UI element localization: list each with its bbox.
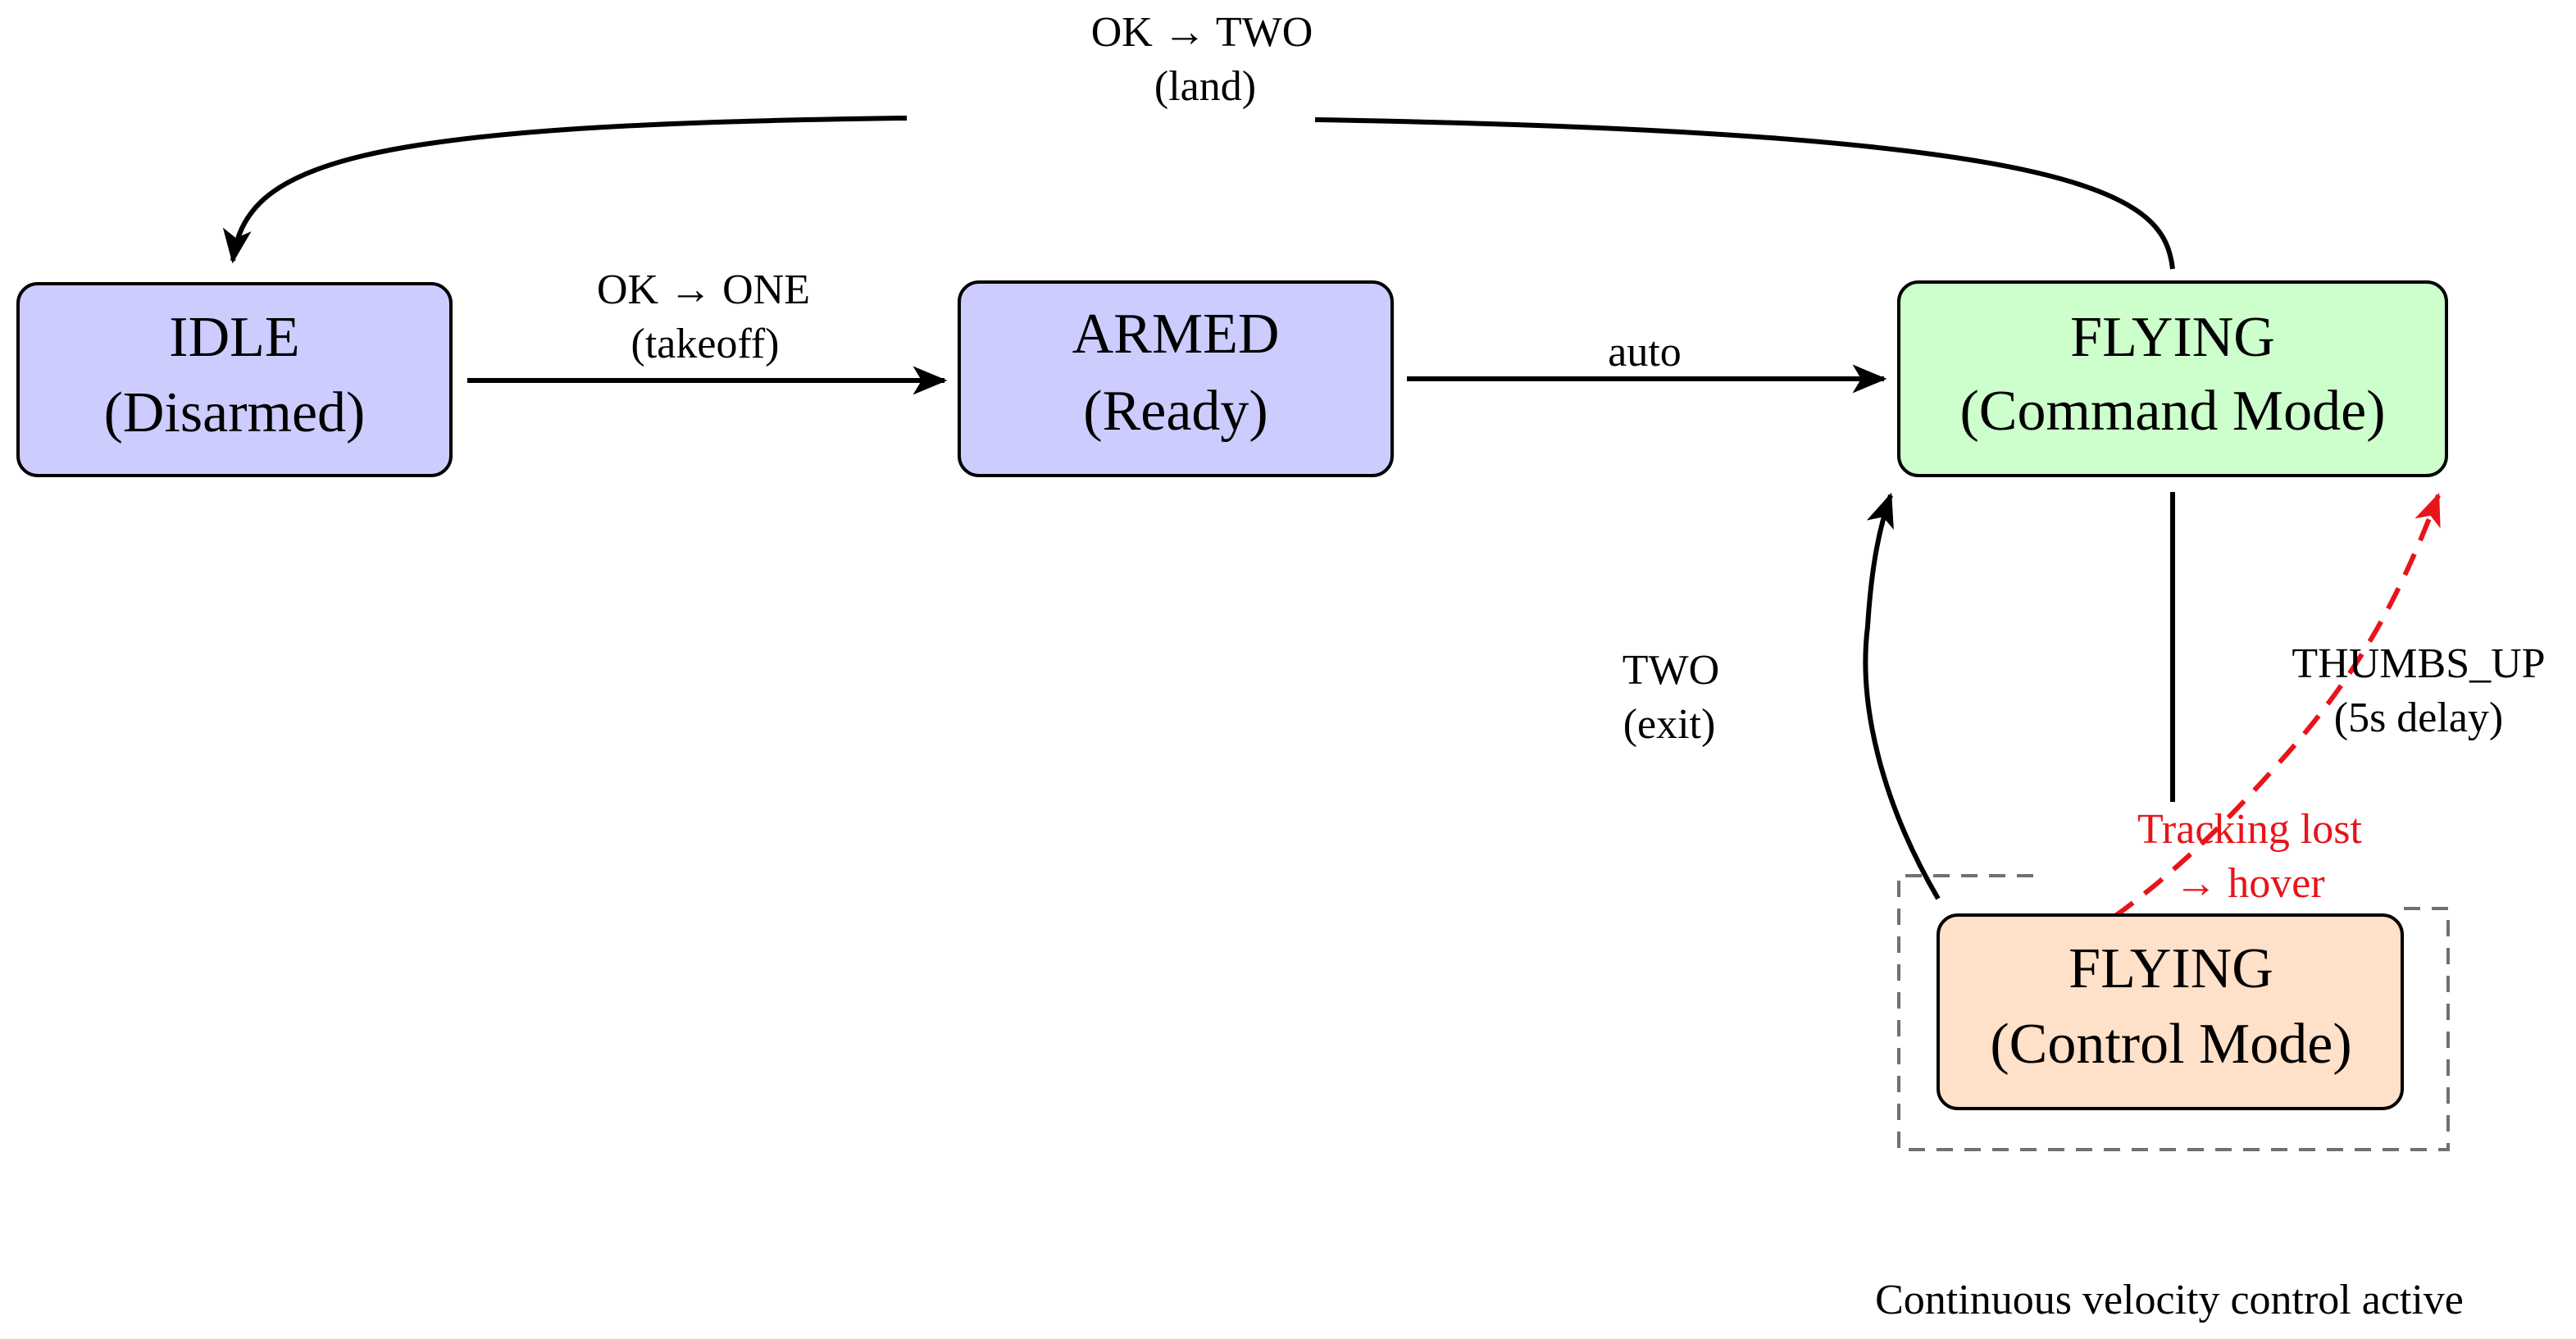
- label-thumbs-up-line2: (5s delay): [2334, 695, 2503, 741]
- state-armed-box: [958, 280, 1394, 477]
- state-flying-command-title: FLYING: [2070, 306, 2275, 369]
- state-armed-subtitle: (Ready): [1083, 380, 1268, 443]
- edge-exit: [1863, 492, 1941, 900]
- label-thumbs-up-line1: THUMBS_UP: [2292, 640, 2545, 687]
- footnote: Continuous velocity control active: [1875, 1277, 2464, 1323]
- state-flying-control-subtitle: (Control Mode): [1990, 1013, 2351, 1076]
- state-armed-title: ARMED: [1072, 303, 1280, 366]
- label-tracking-lost-line2: → hover: [2174, 860, 2324, 907]
- label-land-line2: (land): [1154, 63, 1256, 110]
- state-idle-box: [16, 282, 453, 477]
- control-mode-frame: [1897, 874, 2450, 1151]
- label-takeoff-line1: OK → ONE: [597, 266, 810, 313]
- label-tracking-lost-line1: Tracking lost: [2137, 806, 2363, 853]
- label-auto: auto: [1608, 329, 1682, 376]
- edge-land-tail: [222, 116, 908, 264]
- state-flying-control-box: [1937, 913, 2404, 1110]
- state-flying-command-subtitle: (Command Mode): [1959, 380, 2385, 443]
- label-takeoff-line2: (takeoff): [631, 321, 780, 367]
- state-flying-command-box: [1897, 280, 2448, 477]
- label-land-line1: OK → TWO: [1091, 9, 1313, 56]
- state-flying-command[interactable]: FLYING (Command Mode): [1897, 280, 2448, 477]
- state-idle-subtitle: (Disarmed): [104, 381, 366, 444]
- state-idle[interactable]: IDLE (Disarmed): [16, 282, 453, 477]
- state-idle-title: IDLE: [169, 306, 299, 369]
- label-exit-line1: TWO: [1623, 647, 1719, 694]
- edge-land: [1314, 117, 2175, 270]
- state-armed[interactable]: ARMED (Ready): [958, 280, 1394, 477]
- edge-tracking-lost: [1948, 492, 2441, 1009]
- state-flying-control[interactable]: FLYING (Control Mode): [1937, 913, 2404, 1110]
- label-exit-line2: (exit): [1623, 701, 1716, 748]
- state-flying-control-title: FLYING: [2069, 937, 2273, 1000]
